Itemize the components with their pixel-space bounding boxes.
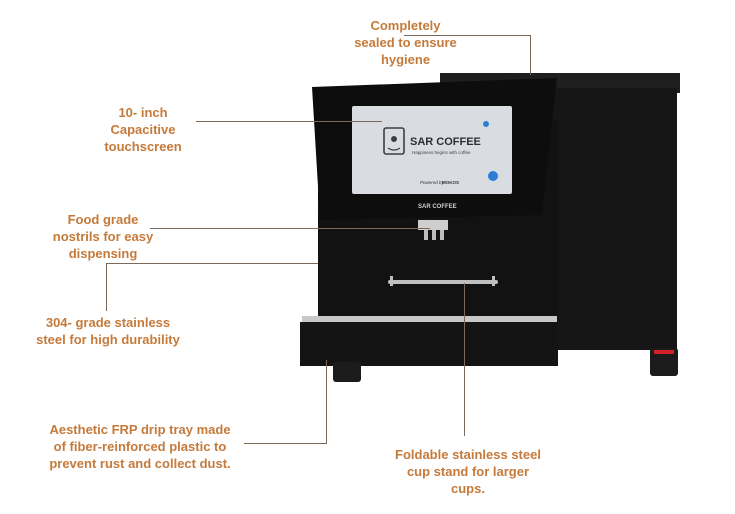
callout-sealed-line1: Completely [370,18,441,33]
cup-stand-left-leg [390,276,393,286]
foot-left [333,362,361,382]
leader-drip-h [244,443,326,444]
callout-steel: 304- grade stainless steel for high dura… [24,314,192,348]
callout-drip-tray-line2: of fiber-reinforced plastic to [53,439,227,454]
nozzle-3 [440,230,444,240]
screen-tagline: Happiness begins with coffee [412,150,471,155]
machine-logo: SAR COFFEE [418,204,457,210]
leader-touchscreen [196,121,382,122]
callout-touchscreen-line2: Capacitive [110,122,176,137]
cup-stand-right-leg [492,276,495,286]
screen-brand: SAR COFFEE [410,136,481,148]
callout-drip-tray-line1: Aesthetic FRP drip tray made [49,422,231,437]
callout-sealed: Completely sealed to ensure hygiene [318,17,493,68]
cup-stand-bar [388,280,498,284]
callout-sealed-line2: sealed to ensure [354,35,457,50]
screen-cup-icon [383,127,405,155]
leader-sealed-v [530,35,531,75]
callout-drip-tray-line3: prevent rust and collect dust. [49,456,231,471]
nozzle-1 [424,230,428,240]
foot-right-accent [654,350,674,354]
screen-powered-brand: MOKOS [442,180,459,185]
callout-touchscreen-line1: 10- inch [118,105,168,120]
callout-touchscreen: 10- inch Capacitive touchscreen [88,104,198,155]
leader-sealed-h [404,35,530,36]
leader-cup-stand [464,283,465,436]
callout-drip-tray: Aesthetic FRP drip tray made of fiber-re… [34,421,246,472]
callout-nostrils-line2: nostrils for easy [52,229,154,244]
callout-steel-line2: steel for high durability [36,332,180,347]
leader-steel-v [106,263,107,311]
leader-drip-v [326,360,327,444]
foot-right [650,348,678,376]
screen-powered: Powered by [420,180,445,185]
callout-nostrils-line3: dispensing [68,246,138,261]
callout-steel-line1: 304- grade stainless [45,315,171,330]
callout-nostrils-line1: Food grade [67,212,139,227]
callout-nostrils: Food grade nostrils for easy dispensing [38,211,168,262]
screen-info-icon [488,171,498,181]
callout-cup-stand-line2: cup stand for larger [406,464,530,479]
callout-sealed-line3: hygiene [380,52,431,67]
leader-steel-h [106,263,318,264]
screen-drop-icon [483,121,489,127]
callout-cup-stand: Foldable stainless steel cup stand for l… [384,446,552,497]
leader-nostrils [150,228,430,229]
callout-touchscreen-line3: touchscreen [104,139,182,154]
dispensing-nozzle-block [418,220,448,230]
drip-tray-grate [302,316,557,324]
drip-tray-body [300,322,558,366]
callout-cup-stand-line1: Foldable stainless steel [395,447,541,462]
nozzle-2 [432,230,436,240]
callout-cup-stand-line3: cups. [451,481,485,496]
